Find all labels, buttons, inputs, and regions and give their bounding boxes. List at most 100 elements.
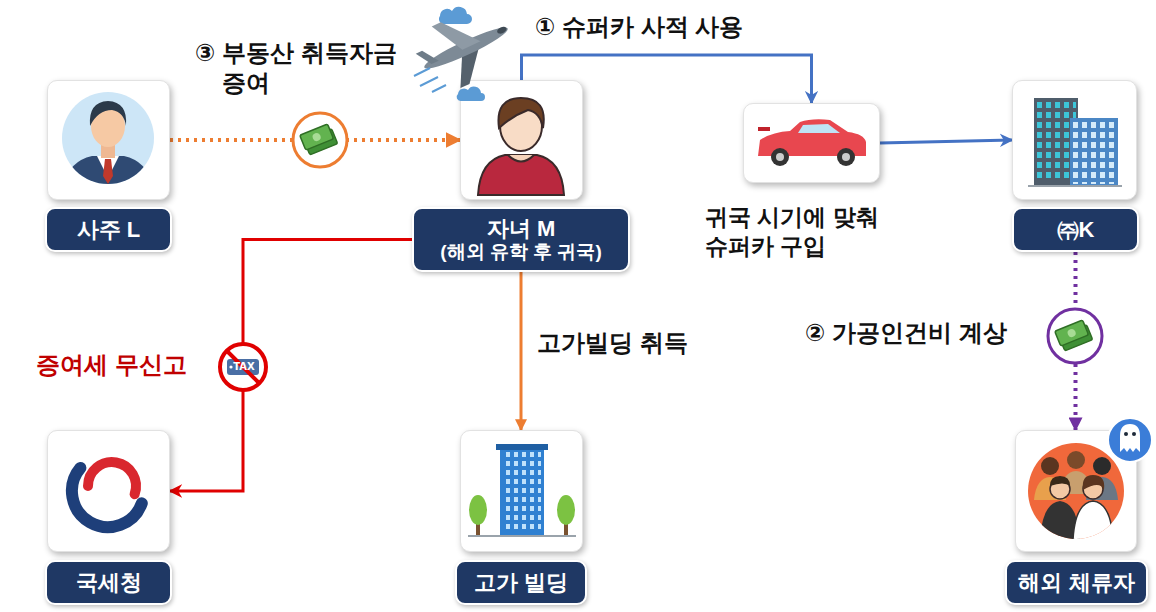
people-icon	[1040, 501, 1080, 540]
company-icon	[1028, 98, 1122, 186]
company-icon	[1036, 102, 1076, 182]
edge-label: ① 슈퍼카 사적 사용	[535, 12, 805, 42]
caption-box: 귀국 시기에 맞춰 슈퍼카 구입	[700, 203, 890, 265]
no-tax-sign	[220, 344, 266, 390]
company-icon	[1034, 98, 1078, 186]
no-tax-sign	[227, 359, 259, 375]
child-icon	[478, 155, 564, 195]
node-name: 해외 체류자	[1018, 570, 1134, 595]
people-box: 해외 체류자	[1005, 430, 1148, 605]
child-icon	[500, 101, 542, 151]
agency-box: 국세청	[45, 430, 172, 605]
car-icon	[842, 153, 850, 161]
tax-tag-text: TAX	[229, 359, 259, 375]
people-icon	[1060, 471, 1092, 494]
node-name: 국세청	[76, 570, 142, 595]
airplane-illustration	[439, 7, 472, 24]
airplane-illustration	[416, 46, 439, 68]
owner-icon	[97, 156, 119, 178]
airplane-illustration	[432, 85, 446, 92]
people-icon	[1028, 443, 1124, 540]
icon-card	[743, 103, 880, 183]
building-icon	[557, 495, 575, 525]
flow-arrow	[1074, 252, 1078, 430]
edge-label: 증여세 무신고	[36, 350, 211, 380]
car-icon	[837, 148, 855, 166]
people-icon	[1067, 451, 1085, 469]
car-icon	[798, 124, 840, 133]
airplane-illustration	[408, 0, 522, 99]
icon-card	[1012, 80, 1137, 200]
icon-card	[47, 80, 170, 200]
people-icon	[1050, 479, 1070, 499]
name-pill: 고가 빌딩	[455, 560, 587, 605]
name-pill: 자녀 M(해외 유학 후 귀국)	[412, 207, 630, 272]
building-icon	[564, 515, 568, 536]
name-pill: ㈜K	[1012, 207, 1139, 252]
building-icon	[468, 535, 576, 537]
airplane-illustration	[414, 68, 430, 76]
money-icon	[311, 132, 321, 142]
airplane-illustration	[446, 41, 495, 88]
money-icon	[300, 123, 338, 155]
owner-icon	[91, 105, 125, 147]
building-icon	[503, 452, 541, 532]
airplane-illustration	[432, 10, 481, 57]
money-icon	[293, 113, 347, 167]
money-icon	[1059, 325, 1093, 351]
node-name: (해외 유학 후 귀국)	[440, 241, 602, 263]
government-logo	[72, 468, 142, 527]
money-icon	[300, 124, 334, 150]
people-icon	[1073, 501, 1113, 540]
money-icon	[1048, 309, 1102, 363]
owner-icon	[64, 156, 152, 190]
node-caption: 귀국 시기에 맞춰 슈퍼카 구입	[705, 203, 890, 261]
people-icon	[1041, 457, 1059, 475]
flow-arrow	[170, 240, 412, 492]
people-icon	[1034, 477, 1066, 500]
owner-icon	[103, 159, 113, 184]
car-icon	[771, 148, 789, 166]
ghost-badge	[1124, 432, 1128, 436]
company-icon	[1028, 185, 1122, 187]
flow-arrow	[880, 140, 1012, 143]
airplane-illustration	[421, 22, 510, 74]
people-icon	[1083, 479, 1103, 499]
money-icon	[1055, 319, 1093, 351]
money-icon	[293, 113, 347, 167]
no-tax-sign	[227, 351, 259, 383]
building-icon	[468, 444, 576, 536]
icon-card	[460, 430, 583, 552]
ghost-badge	[1120, 424, 1140, 452]
node-name: ㈜K	[1057, 217, 1095, 242]
no-tax-sign	[220, 344, 266, 390]
people-icon	[1034, 451, 1118, 540]
building-icon	[469, 495, 487, 525]
money-icon	[1066, 328, 1076, 338]
car-icon	[776, 153, 784, 161]
icon-card	[1015, 430, 1137, 552]
airplane-illustration	[420, 77, 438, 86]
node-name: 고가 빌딩	[474, 570, 568, 595]
no-tax-sign	[229, 365, 232, 368]
flow-arrow	[520, 272, 523, 430]
name-pill: 국세청	[45, 560, 172, 605]
money-icon	[1048, 309, 1102, 363]
car-icon	[758, 119, 866, 156]
airplane-illustration	[408, 0, 522, 101]
company-icon	[1072, 122, 1116, 184]
money-icon	[1055, 320, 1089, 346]
flow-arrow	[170, 138, 460, 142]
car-icon	[758, 119, 866, 166]
car-icon	[758, 127, 770, 131]
edge-label: 고가빌딩 취득	[537, 328, 737, 358]
company-icon	[1070, 118, 1118, 186]
people-icon	[1093, 457, 1111, 475]
edge-label: ② 가공인건비 계상	[805, 318, 1055, 348]
people-icon	[1050, 476, 1070, 486]
building-icon	[476, 515, 480, 536]
building-icon	[500, 448, 544, 536]
building-icon	[496, 444, 548, 450]
owner-icon	[90, 101, 126, 126]
